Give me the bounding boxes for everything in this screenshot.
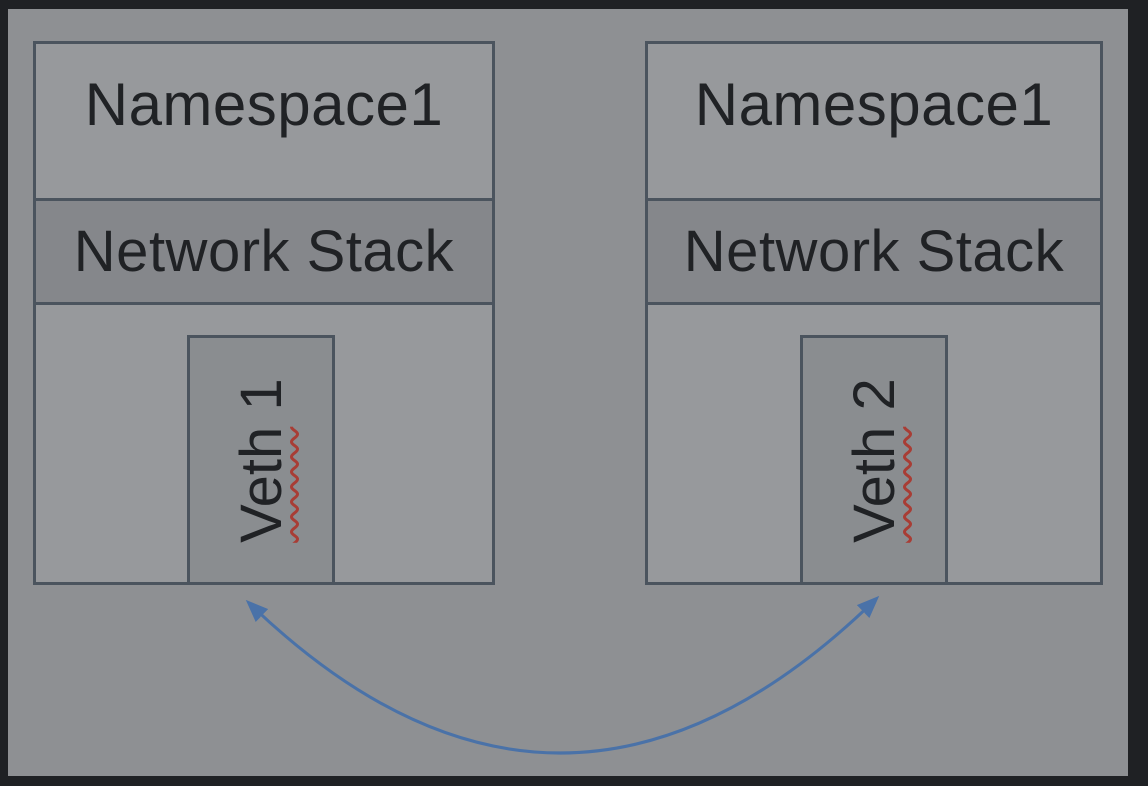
veth-label-1: Veth 1 xyxy=(228,378,295,543)
namespace-title: Namespace1 xyxy=(84,71,444,138)
namespace-body: Veth 2 xyxy=(648,305,1100,585)
namespace-box-2: Namespace1 Network Stack Veth 2 xyxy=(645,41,1103,585)
network-stack-band: Network Stack xyxy=(648,198,1100,305)
veth-word: Veth xyxy=(841,426,907,543)
veth-number: 1 xyxy=(228,377,294,410)
veth-box-2: Veth 2 xyxy=(800,335,948,585)
namespace-box-1: Namespace1 Network Stack Veth 1 xyxy=(33,41,495,585)
namespace-title: Namespace1 xyxy=(694,71,1054,138)
veth-number: 2 xyxy=(841,377,907,410)
veth-connection-curve xyxy=(245,595,880,755)
veth-word: Veth xyxy=(228,426,294,543)
veth-box-1: Veth 1 xyxy=(187,335,335,585)
network-stack-band: Network Stack xyxy=(36,198,492,305)
diagram-stage: Namespace1 Network Stack Veth 1 Namespace… xyxy=(8,9,1128,776)
namespace-body: Veth 1 xyxy=(36,305,492,585)
veth-label-2: Veth 2 xyxy=(841,378,908,543)
